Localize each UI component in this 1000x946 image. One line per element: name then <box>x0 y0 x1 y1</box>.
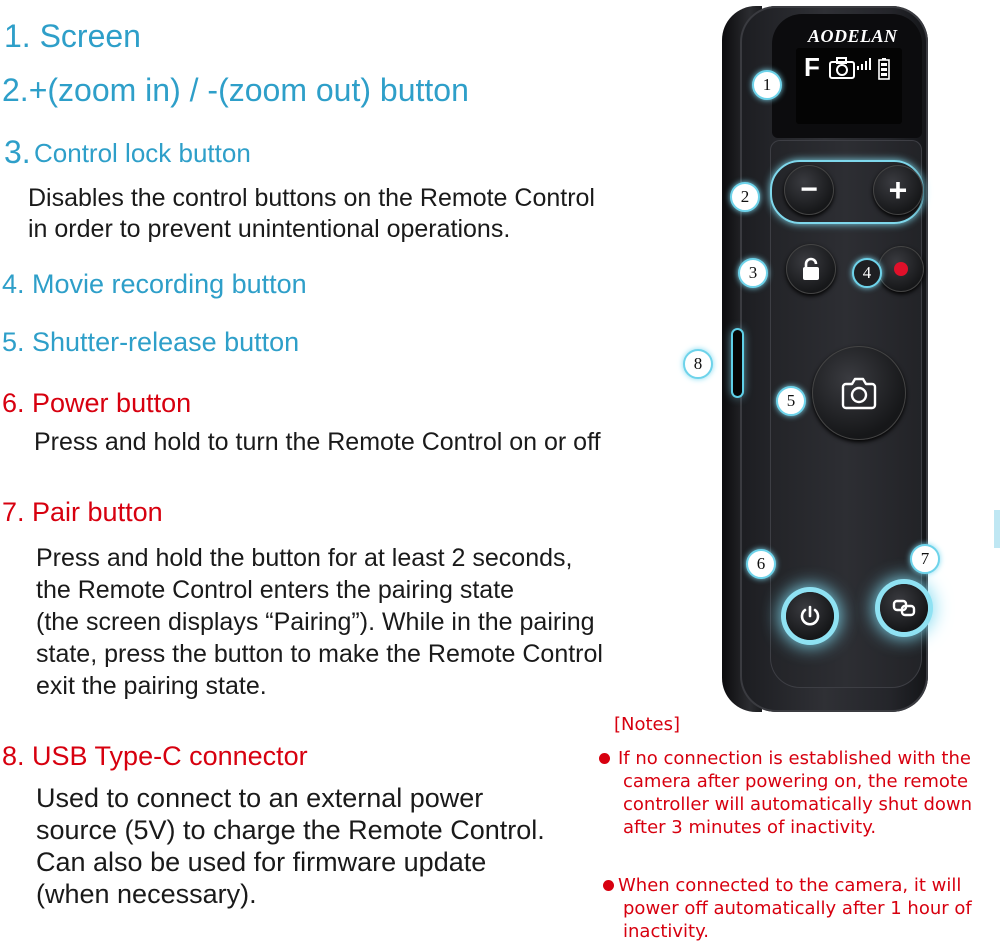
shutter-release-button[interactable] <box>812 346 906 440</box>
zoom-out-button[interactable]: − <box>784 165 834 215</box>
pair-button[interactable] <box>880 584 928 632</box>
power-button[interactable] <box>786 592 834 640</box>
item-4-heading: 4. Movie recording button <box>2 269 307 299</box>
item-6-description: Press and hold to turn the Remote Contro… <box>34 428 601 456</box>
item-8-description: Used to connect to an external power sou… <box>36 783 545 909</box>
note-bullet <box>599 753 610 764</box>
item-2-heading: 2.+(zoom in) / -(zoom out) button <box>2 72 469 108</box>
signal-icon <box>857 58 871 70</box>
lock-icon <box>803 257 819 280</box>
zoom-button-highlight <box>770 160 924 224</box>
screen-mode-letter: F <box>804 52 820 82</box>
callout-8: 8 <box>683 349 713 379</box>
item-6-heading: 6. Power button <box>2 388 192 418</box>
zoom-in-button[interactable]: + <box>873 165 923 215</box>
record-dot-icon <box>894 262 908 276</box>
callout-6: 6 <box>746 549 776 579</box>
callout-3: 3 <box>738 258 768 288</box>
note-1: If no connection is established with the… <box>618 748 973 838</box>
item-1-heading: 1. Screen <box>4 18 141 54</box>
edge-marker <box>994 510 1000 548</box>
item-7-description: Press and hold the button for at least 2… <box>36 544 603 700</box>
notes-title: [Notes] <box>614 714 681 735</box>
control-lock-button[interactable] <box>786 244 836 294</box>
callout-2: 2 <box>730 182 760 212</box>
camera-icon <box>841 377 877 410</box>
plus-icon: + <box>888 171 908 208</box>
item-8-heading: 8. USB Type-C connector <box>2 741 308 771</box>
item-5-heading: 5. Shutter-release button <box>2 327 300 357</box>
callout-7: 7 <box>910 544 940 574</box>
usb-c-port <box>733 330 742 396</box>
callout-5: 5 <box>776 386 806 416</box>
item-3-description: Disables the control buttons on the Remo… <box>28 184 595 243</box>
callout-4: 4 <box>852 258 882 288</box>
camera-icon <box>829 57 855 79</box>
item-3-heading: Control lock button <box>34 138 251 168</box>
callout-1: 1 <box>752 70 782 100</box>
battery-icon <box>878 58 890 80</box>
brand-logo: AODELAN <box>808 26 898 46</box>
item-3-number: 3. <box>4 134 31 170</box>
note-bullet <box>603 880 614 891</box>
item-7-heading: 7. Pair button <box>2 497 163 527</box>
power-icon <box>800 605 820 626</box>
note-2: When connected to the camera, it will po… <box>618 875 972 942</box>
movie-record-button[interactable] <box>878 246 924 292</box>
minus-icon: − <box>800 173 818 206</box>
link-icon <box>892 599 916 617</box>
